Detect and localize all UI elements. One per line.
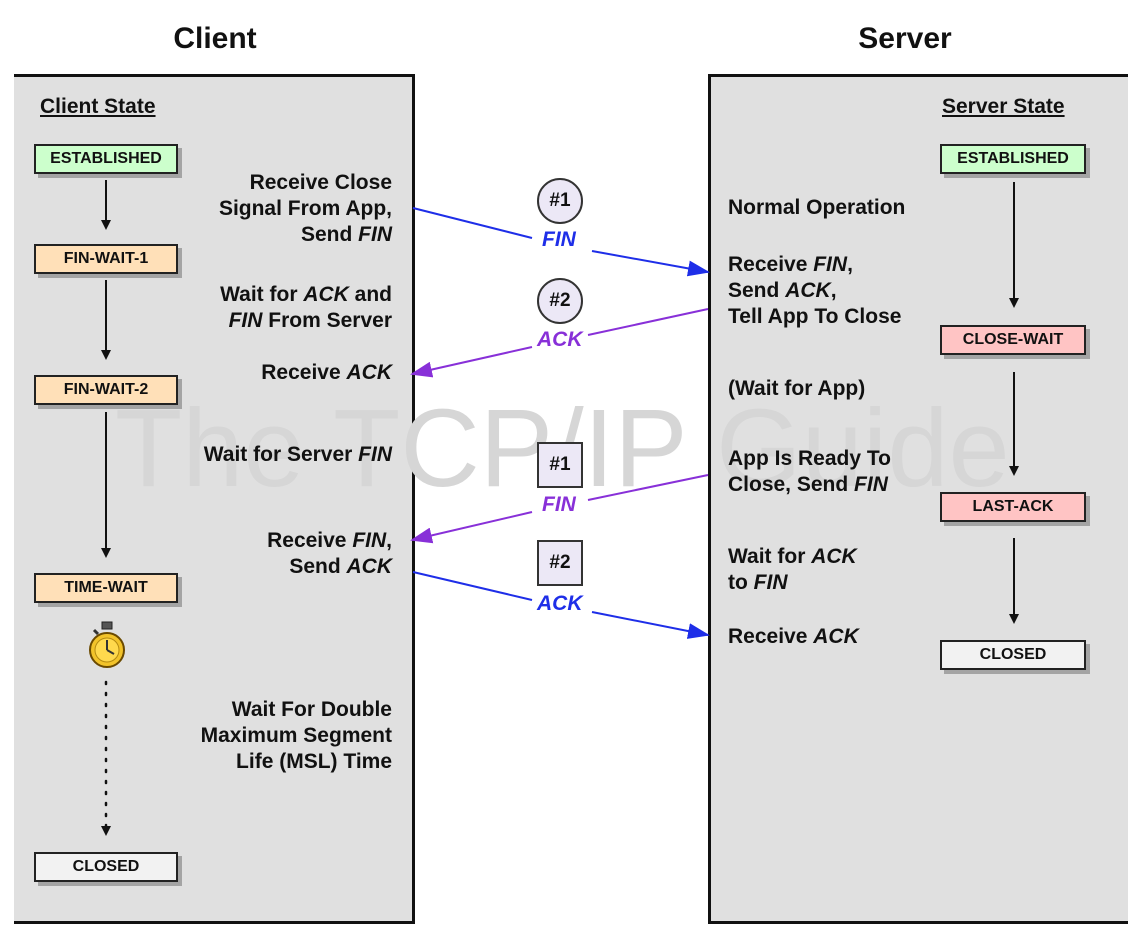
segment-2-line-b [410, 346, 533, 378]
client-label-wait-server-fin: Wait for Server FIN [203, 443, 392, 466]
server-label-receive-ack: Receive ACK [728, 625, 859, 648]
segment-4-label: ACK [537, 592, 583, 615]
segment-1-line-a [412, 207, 533, 239]
segment-3-line-b [410, 511, 533, 544]
segment-1-badge: #1 [537, 178, 583, 224]
server-state-established: ESTABLISHED [940, 144, 1086, 174]
client-label-wait-ack-fin: Wait for ACK and FIN From Server [220, 283, 392, 332]
client-state-fin-wait-1: FIN-WAIT-1 [34, 244, 178, 274]
server-label-app-ready: App Is Ready To Close, Send FIN [728, 447, 891, 496]
segment-3-line-a [587, 474, 709, 501]
segment-4-badge: #2 [537, 540, 583, 586]
server-state-closed: CLOSED [940, 640, 1086, 670]
segment-2-badge: #2 [537, 278, 583, 324]
segment-4-line-b [591, 611, 710, 639]
segment-4-line-a [412, 571, 533, 601]
client-title: Client [173, 22, 257, 55]
client-state-header: Client State [40, 95, 156, 118]
server-label-wait-for-app: (Wait for App) [728, 377, 866, 400]
server-state-header: Server State [942, 95, 1065, 118]
segment-2-line-a [587, 308, 709, 336]
client-panel [14, 74, 415, 924]
segment-1-label: FIN [542, 228, 576, 251]
segment-3-label: FIN [542, 493, 576, 516]
client-state-closed: CLOSED [34, 852, 178, 882]
segment-2-label: ACK [537, 328, 583, 351]
client-label-wait-msl: Wait For Double Maximum Segment Life (MS… [200, 698, 392, 773]
client-state-fin-wait-2: FIN-WAIT-2 [34, 375, 178, 405]
stopwatch-icon [89, 621, 125, 668]
client-label-receive-fin-send-ack: Receive FIN, Send ACK [267, 529, 392, 578]
server-title: Server [858, 22, 952, 55]
server-state-close-wait: CLOSE-WAIT [940, 325, 1086, 355]
segment-3-badge: #1 [537, 442, 583, 488]
server-label-normal-operation: Normal Operation [728, 196, 906, 219]
server-label-receive-fin: Receive FIN, Send ACK, Tell App To Close [728, 253, 902, 328]
server-label-wait-ack-to-fin: Wait for ACK to FIN [728, 545, 857, 594]
client-state-time-wait: TIME-WAIT [34, 573, 178, 603]
client-label-receive-ack: Receive ACK [261, 361, 392, 384]
client-label-close-signal: Receive Close Signal From App, Send FIN [218, 171, 392, 246]
segment-1-line-b [591, 250, 710, 277]
client-state-established: ESTABLISHED [34, 144, 178, 174]
server-state-last-ack: LAST-ACK [940, 492, 1086, 522]
